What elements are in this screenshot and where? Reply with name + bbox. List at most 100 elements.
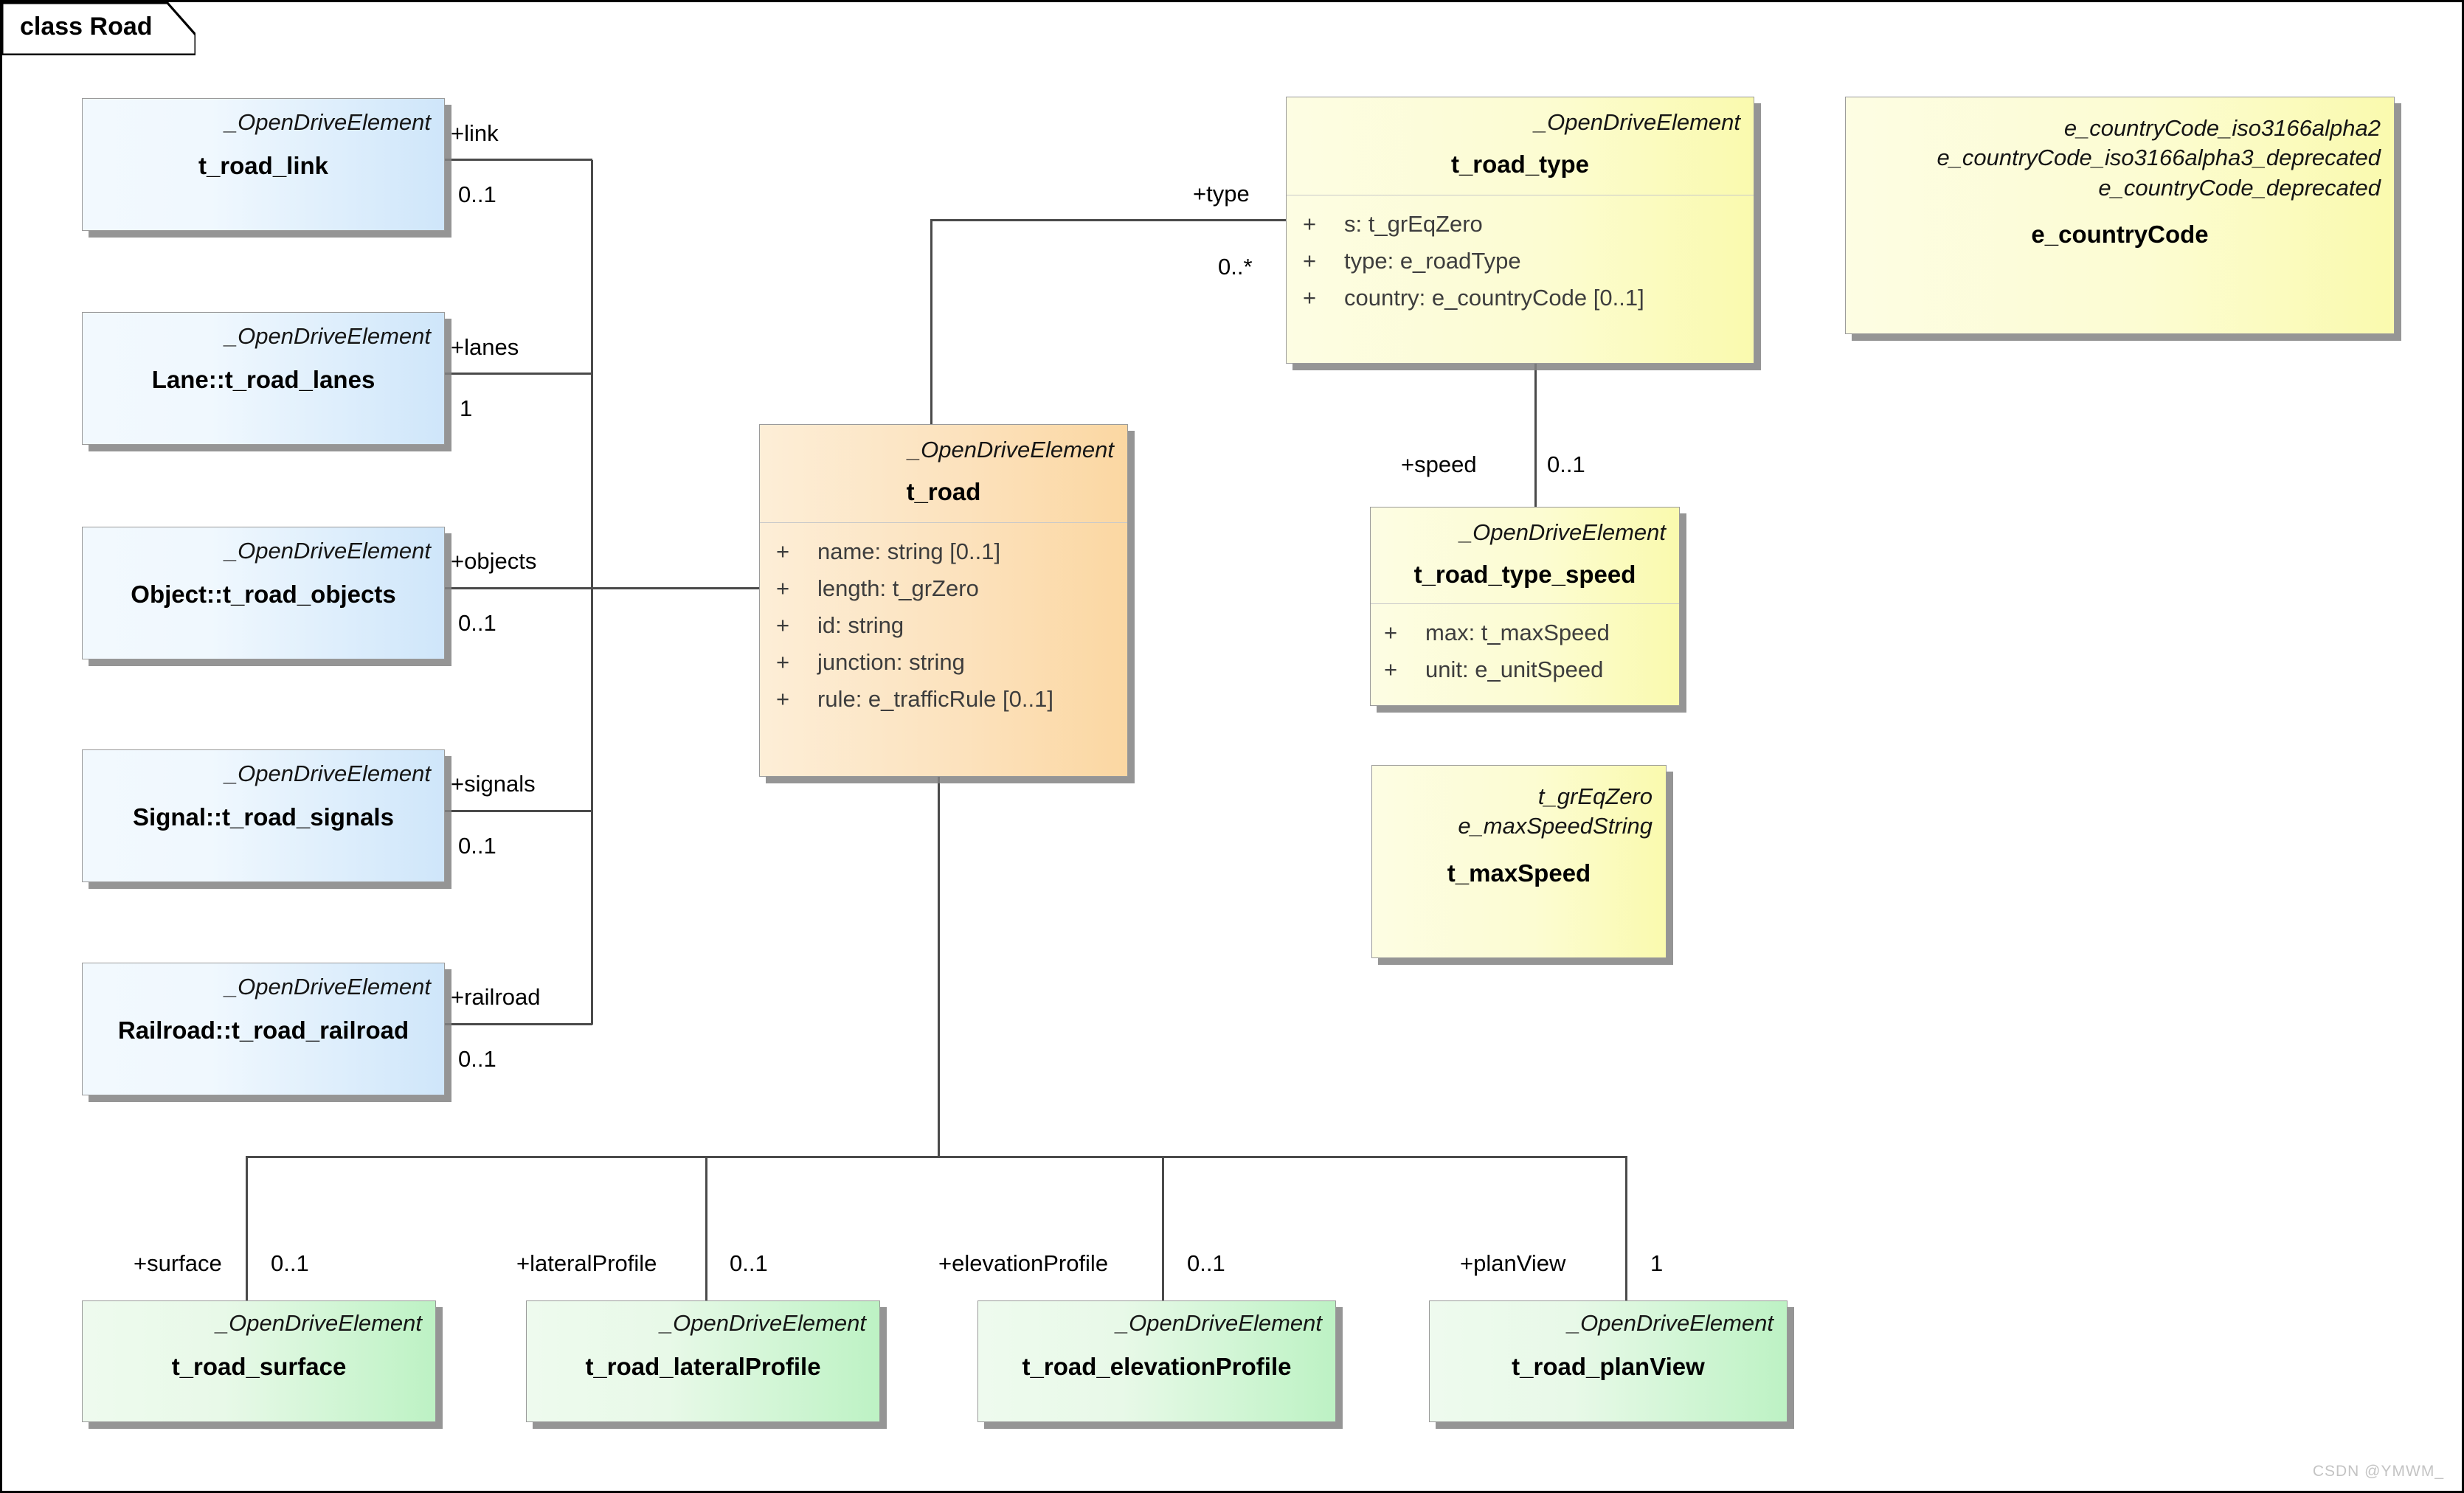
class-box-t-road-objects[interactable]: _OpenDriveElement Object::t_road_objects: [82, 527, 445, 659]
class-name-label: Railroad::t_road_railroad: [117, 1016, 409, 1044]
connector-objects-stub: [445, 587, 592, 589]
attribute-row: + s: t_grEqZero: [1303, 206, 1746, 243]
role-label-lanes: +lanes: [451, 334, 519, 360]
attribute-signature: id: string: [817, 612, 904, 639]
attribute-visibility: +: [1384, 656, 1398, 682]
stereotype-label: _OpenDriveElement: [1459, 519, 1666, 545]
connector-railroad-stub: [445, 1023, 592, 1025]
class-name-label: t_road: [906, 477, 981, 505]
class-compartment-divider: [760, 522, 1127, 523]
attribute-row: + name: string [0..1]: [776, 533, 1120, 570]
class-header-t-road-objects: _OpenDriveElement Object::t_road_objects: [83, 527, 444, 609]
attribute-row: + type: e_roadType: [1303, 243, 1746, 280]
class-name-label: t_road_surface: [171, 1352, 347, 1380]
class-header-t-road-planview: _OpenDriveElement t_road_planView: [1430, 1301, 1787, 1381]
class-name-label: t_road_planView: [1512, 1352, 1705, 1380]
class-box-t-road-railroad[interactable]: _OpenDriveElement Railroad::t_road_railr…: [82, 963, 445, 1095]
class-header-t-road-lateralprofile: _OpenDriveElement t_road_lateralProfile: [527, 1301, 879, 1381]
stereotype-label: _OpenDriveElement: [224, 109, 431, 135]
watermark-label: CSDN @YMWM_: [2312, 1463, 2444, 1480]
class-name-label: Object::t_road_objects: [131, 580, 396, 608]
connector-signals-stub: [445, 810, 592, 812]
attribute-signature: max: t_maxSpeed: [1425, 619, 1610, 645]
enum-literal-label: e_countryCode_iso3166alpha2: [2063, 115, 2381, 141]
class-name-label: t_road_type: [1450, 150, 1590, 178]
stereotype-label: _OpenDriveElement: [907, 437, 1114, 463]
class-name-label: t_road_type_speed: [1413, 560, 1636, 588]
class-box-t-road-signals[interactable]: _OpenDriveElement Signal::t_road_signals: [82, 749, 445, 882]
role-label-link: +link: [451, 120, 499, 146]
connector-road-bottom-vertical: [938, 775, 940, 1157]
connector-elevationprofile-drop: [1162, 1156, 1164, 1303]
connector-surface-drop: [246, 1156, 248, 1303]
class-name-label: e_countryCode: [2031, 220, 2209, 248]
stereotype-label: _OpenDriveElement: [224, 323, 431, 349]
attribute-row: + rule: e_trafficRule [0..1]: [776, 681, 1120, 718]
attribute-row: + country: e_countryCode [0..1]: [1303, 280, 1746, 316]
class-box-e-countrycode[interactable]: e_countryCode_iso3166alpha2 e_countryCod…: [1845, 97, 2395, 334]
attribute-list-t-road-type: + s: t_grEqZero + type: e_roadType + cou…: [1287, 195, 1754, 325]
class-box-t-maxspeed[interactable]: t_grEqZero e_maxSpeedString t_maxSpeed: [1371, 765, 1667, 958]
attribute-signature: rule: e_trafficRule [0..1]: [817, 686, 1053, 713]
mult-label-lateralprofile: 0..1: [730, 1250, 768, 1276]
attribute-row: + max: t_maxSpeed: [1384, 614, 1672, 651]
class-header-t-road-railroad: _OpenDriveElement Railroad::t_road_railr…: [83, 963, 444, 1045]
enum-literal-label: e_maxSpeedString: [1458, 813, 1653, 839]
frame-tab-shape: [2, 2, 195, 55]
attribute-visibility: +: [776, 649, 790, 676]
class-header-t-road: _OpenDriveElement t_road: [760, 425, 1127, 506]
stereotype-label: _OpenDriveElement: [224, 974, 431, 1000]
attribute-visibility: +: [776, 686, 790, 713]
class-box-t-road-link[interactable]: _OpenDriveElement t_road_link: [82, 98, 445, 231]
attribute-visibility: +: [1303, 247, 1317, 274]
connector-planview-drop: [1625, 1156, 1627, 1303]
attribute-row: + unit: e_unitSpeed: [1384, 651, 1672, 688]
attribute-list-t-road: + name: string [0..1] + length: t_grZero…: [760, 523, 1127, 726]
attribute-signature: unit: e_unitSpeed: [1425, 656, 1604, 682]
role-label-signals: +signals: [451, 771, 536, 797]
attribute-visibility: +: [1384, 619, 1398, 645]
class-compartment-divider: [1371, 603, 1679, 604]
stereotype-label: _OpenDriveElement: [1567, 1310, 1773, 1336]
class-name-label: Signal::t_road_signals: [133, 803, 394, 831]
stereotype-label: _OpenDriveElement: [215, 1310, 422, 1336]
attribute-signature: junction: string: [817, 649, 965, 676]
attribute-signature: name: string [0..1]: [817, 538, 1001, 564]
role-label-speed: +speed: [1401, 451, 1477, 477]
class-box-t-road-surface[interactable]: _OpenDriveElement t_road_surface: [82, 1300, 436, 1422]
stereotype-label: _OpenDriveElement: [1115, 1310, 1322, 1336]
class-box-t-road[interactable]: _OpenDriveElement t_road + name: string …: [759, 424, 1128, 777]
connector-bottom-bus: [246, 1156, 1627, 1158]
class-header-t-maxspeed: t_grEqZero e_maxSpeedString t_maxSpeed: [1372, 766, 1666, 887]
mult-label-objects: 0..1: [458, 610, 496, 636]
enum-literal-label: e_countryCode_iso3166alpha3_deprecated: [1937, 145, 2381, 171]
role-label-surface: +surface: [134, 1250, 222, 1276]
attribute-signature: country: e_countryCode [0..1]: [1344, 285, 1644, 311]
class-name-label: Lane::t_road_lanes: [151, 365, 376, 393]
class-box-t-road-planview[interactable]: _OpenDriveElement t_road_planView: [1429, 1300, 1788, 1422]
stereotype-label: _OpenDriveElement: [224, 761, 431, 786]
attribute-visibility: +: [1303, 210, 1317, 237]
class-box-t-road-elevationprofile[interactable]: _OpenDriveElement t_road_elevationProfil…: [977, 1300, 1336, 1422]
connector-lanes-stub: [445, 373, 592, 375]
class-header-t-road-type-speed: _OpenDriveElement t_road_type_speed: [1371, 508, 1679, 589]
attribute-visibility: +: [776, 538, 790, 564]
mult-label-link: 0..1: [458, 181, 496, 207]
attribute-visibility: +: [776, 575, 790, 601]
class-name-label: t_road_link: [198, 151, 329, 179]
stereotype-label: _OpenDriveElement: [660, 1310, 866, 1336]
class-box-t-road-lanes[interactable]: _OpenDriveElement Lane::t_road_lanes: [82, 312, 445, 445]
mult-label-railroad: 0..1: [458, 1046, 496, 1072]
role-label-elevationprofile: +elevationProfile: [938, 1250, 1109, 1276]
mult-label-signals: 0..1: [458, 833, 496, 859]
mult-label-planview: 1: [1650, 1250, 1664, 1276]
attribute-visibility: +: [1303, 285, 1317, 311]
class-header-t-road-type: _OpenDriveElement t_road_type: [1287, 97, 1754, 179]
class-header-t-road-lanes: _OpenDriveElement Lane::t_road_lanes: [83, 313, 444, 394]
class-box-t-road-type-speed[interactable]: _OpenDriveElement t_road_type_speed + ma…: [1370, 507, 1680, 706]
connector-link-stub: [445, 159, 592, 161]
class-box-t-road-lateralprofile[interactable]: _OpenDriveElement t_road_lateralProfile: [526, 1300, 880, 1422]
page-title: class Road: [20, 13, 153, 41]
class-box-t-road-type[interactable]: _OpenDriveElement t_road_type + s: t_grE…: [1286, 97, 1754, 364]
